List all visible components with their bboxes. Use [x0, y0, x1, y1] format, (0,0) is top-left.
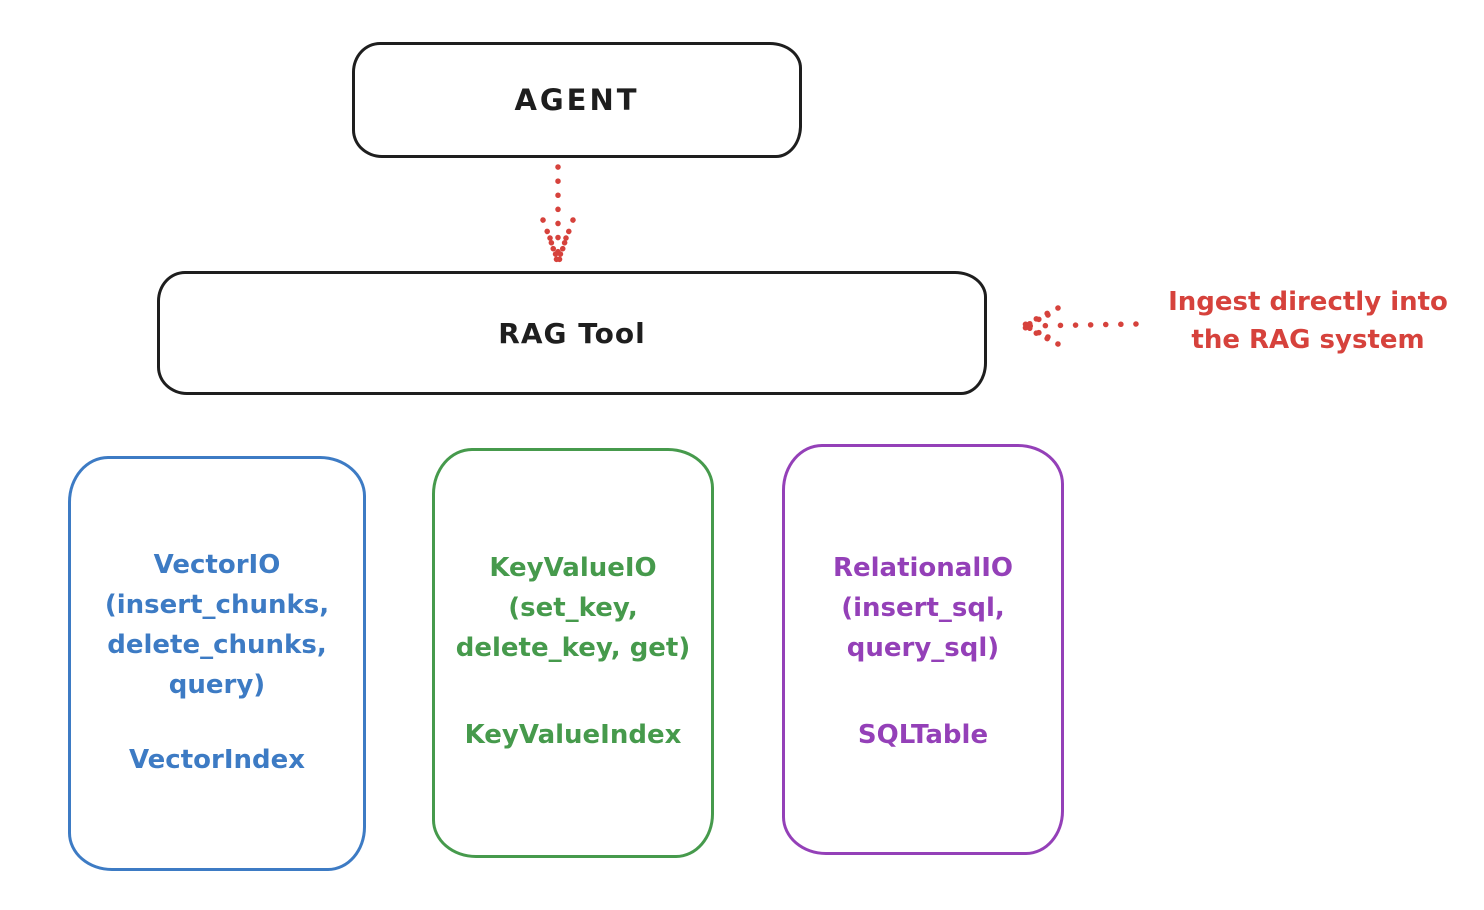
vectorio-line: query) [168, 670, 266, 700]
agent-to-ragtool-dotted-arrow-icon [540, 164, 576, 264]
keyvalueio-line: (set_key, [508, 593, 638, 623]
keyvalueio-index-label: KeyValueIndex [464, 720, 682, 750]
vectorio-line: delete_chunks, [107, 630, 327, 660]
relationalio-line: query_sql) [846, 633, 1000, 663]
keyvalueio-line: KeyValueIO [489, 553, 657, 583]
ingest-annotation-line1: Ingest directly into [1168, 287, 1448, 317]
vectorio-index-label: VectorIndex [128, 745, 306, 775]
ingest-annotation: Ingest directly into the RAG system [1140, 283, 1476, 359]
rag-tool-box-label: RAG Tool [498, 316, 646, 350]
vectorio-box: VectorIO (insert_chunks, delete_chunks, … [68, 456, 366, 871]
agent-box-label: AGENT [514, 83, 640, 117]
annotation-to-ragtool-dotted-arrow-icon [1021, 305, 1139, 347]
vectorio-line: (insert_chunks, [104, 590, 330, 620]
ingest-annotation-line2: the RAG system [1191, 325, 1425, 355]
relationalio-box: RelationalIO (insert_sql, query_sql) SQL… [782, 444, 1064, 855]
keyvalueio-line: delete_key, get) [455, 633, 691, 663]
relationalio-index-label: SQLTable [857, 720, 989, 750]
rag-tool-box: RAG Tool [157, 271, 987, 395]
relationalio-line: RelationalIO [832, 553, 1014, 583]
vectorio-line: VectorIO [153, 550, 281, 580]
keyvalueio-box: KeyValueIO (set_key, delete_key, get) Ke… [432, 448, 714, 858]
agent-box: AGENT [352, 42, 802, 158]
relationalio-line: (insert_sql, [841, 593, 1005, 623]
